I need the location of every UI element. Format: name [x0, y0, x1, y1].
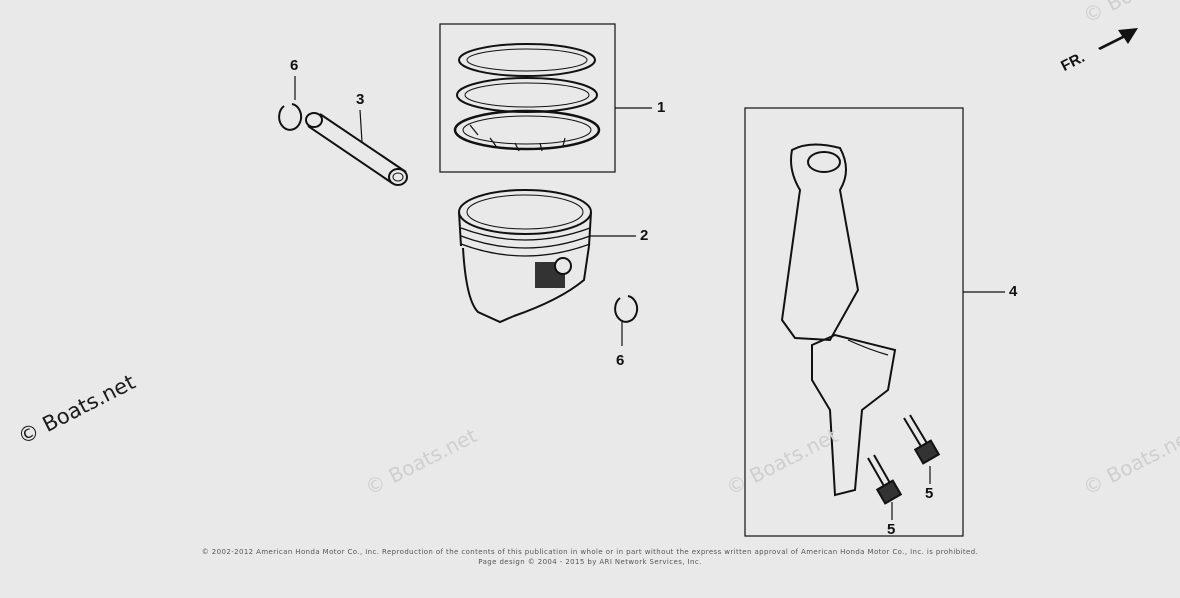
callout-2[interactable]: 2	[640, 227, 649, 244]
connecting-rod[interactable]	[744, 107, 1005, 537]
connecting-rod-frame	[744, 107, 964, 537]
callout-6-bottom[interactable]: 6	[616, 352, 625, 369]
page-design-line: Page design © 2004 - 2015 by ARI Network…	[478, 558, 702, 566]
callout-3[interactable]: 3	[356, 91, 365, 108]
connecting-rod-bolt-a[interactable]	[903, 414, 941, 484]
callout-1[interactable]: 1	[657, 99, 666, 116]
copyright-line: © 2002-2012 American Honda Motor Co., In…	[201, 548, 979, 556]
ring-set-frame	[439, 23, 616, 173]
piston-pin-clip-bottom[interactable]	[614, 295, 639, 346]
callout-5b[interactable]: 5	[887, 521, 896, 538]
piston[interactable]	[458, 189, 636, 324]
piston-pin-clip-top[interactable]	[278, 76, 303, 131]
callout-4[interactable]: 4	[1009, 283, 1018, 300]
piston-pin[interactable]	[305, 109, 408, 186]
callout-6-top[interactable]: 6	[290, 57, 299, 74]
piston-ring-set[interactable]	[439, 23, 652, 173]
callout-5a[interactable]: 5	[925, 485, 934, 502]
connecting-rod-bolt-b[interactable]	[867, 454, 903, 520]
front-direction-arrow-icon	[1098, 28, 1138, 50]
